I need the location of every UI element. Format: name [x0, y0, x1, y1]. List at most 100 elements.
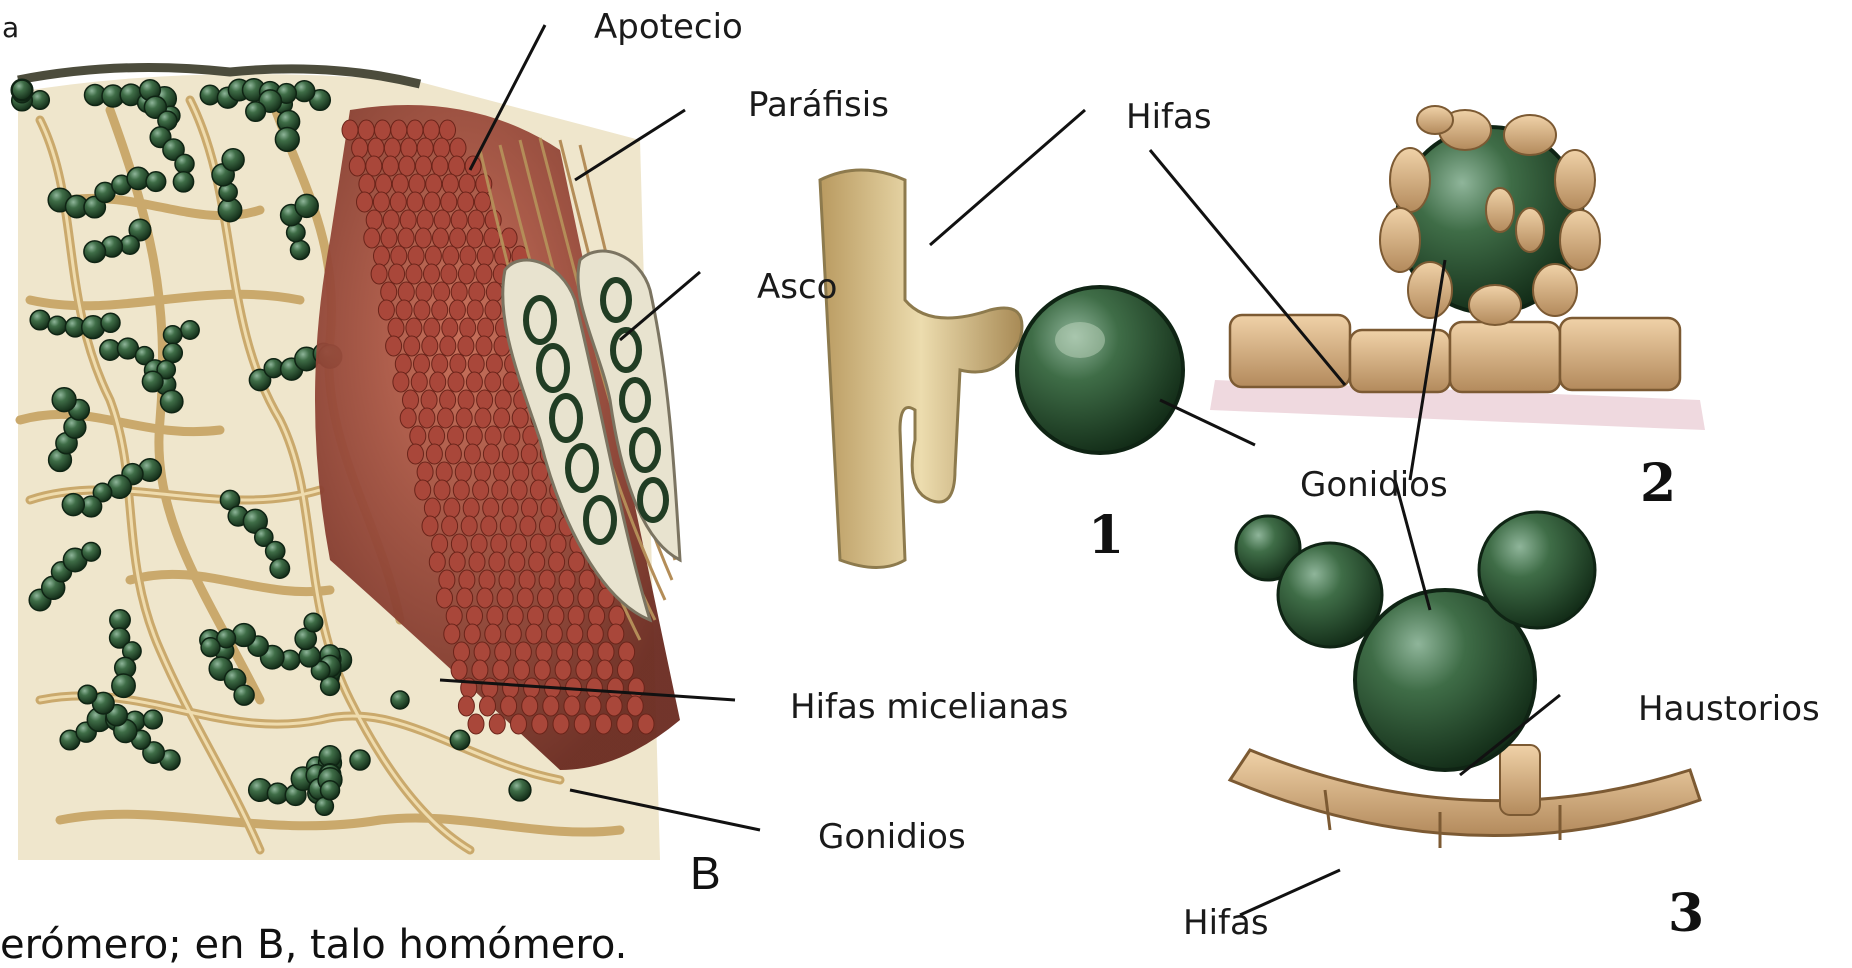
- apothecium-cell: [466, 372, 482, 392]
- label-apotecio: Apotecio: [594, 10, 743, 44]
- gonidium-cell: [30, 310, 50, 330]
- apothecium-cell: [479, 570, 495, 590]
- apothecium-cell: [423, 120, 439, 140]
- apothecium-cell: [589, 606, 605, 626]
- apothecium-cell: [401, 138, 417, 158]
- apothecium-cell: [374, 246, 390, 266]
- apothecium-cell: [485, 624, 501, 644]
- apothecium-cell: [407, 192, 423, 212]
- apothecium-cell: [424, 192, 440, 212]
- gonidium-cell: [144, 710, 163, 729]
- apothecium-cell: [442, 174, 458, 194]
- apothecium-cell: [417, 138, 433, 158]
- figure-number-1: 1: [1088, 510, 1124, 562]
- apothecium-cell: [549, 552, 565, 572]
- apothecium-cell: [499, 570, 515, 590]
- apothecium-cell: [546, 624, 562, 644]
- apothecium-cell: [376, 174, 392, 194]
- apothecium-cell: [357, 192, 373, 212]
- apothecium-cell: [414, 300, 430, 320]
- label-asco: Asco: [757, 270, 837, 304]
- apothecium-cell: [440, 390, 456, 410]
- apothecium-cell: [434, 282, 450, 302]
- apothecium-cell: [414, 354, 430, 374]
- apothecium-cell: [458, 192, 474, 212]
- apothecium-cell: [386, 336, 402, 356]
- gonidium-cell: [270, 559, 289, 578]
- apothecium-cell: [434, 480, 450, 500]
- apothecium-cell: [576, 660, 592, 680]
- apothecium-cell: [478, 318, 494, 338]
- lichen-illustration: [0, 0, 1852, 948]
- apothecium-cell: [539, 570, 555, 590]
- apothecium-cell: [437, 588, 453, 608]
- apothecium-cell: [378, 300, 394, 320]
- apothecium-cell: [425, 246, 441, 266]
- gonidium-cell: [164, 326, 182, 344]
- apothecium-cell: [352, 138, 368, 158]
- apothecium-cell: [528, 606, 544, 626]
- label-hifas-top: Hifas: [1126, 100, 1212, 134]
- apothecium-cell: [483, 498, 499, 518]
- gonidium-cell: [295, 194, 318, 217]
- apothecium-cell: [390, 192, 406, 212]
- gonidium-cell: [175, 154, 194, 173]
- label-hifas-micelianas: Hifas micelianas: [790, 690, 1068, 724]
- apothecium-cell: [434, 138, 450, 158]
- apothecium-cell: [373, 192, 389, 212]
- apothecium-cell: [432, 354, 448, 374]
- apothecium-cell: [494, 408, 510, 428]
- apothecium-cell: [596, 714, 612, 734]
- apothecium-cell: [468, 714, 484, 734]
- apothecium-cell: [467, 300, 483, 320]
- apothecium-cell: [538, 588, 554, 608]
- apothecium-cell: [517, 588, 533, 608]
- figure-3-haustoria: [1230, 512, 1700, 848]
- apothecium-cell: [497, 588, 513, 608]
- apothecium-cell: [409, 174, 425, 194]
- apothecium-cell: [606, 696, 622, 716]
- apothecium-cell: [411, 372, 427, 392]
- apothecium-cell: [522, 498, 538, 518]
- gonidium-cell: [246, 102, 266, 122]
- apothecium-cell: [501, 696, 517, 716]
- apothecium-cell: [458, 390, 474, 410]
- label-gonidios-mid: Gonidios: [1300, 468, 1448, 502]
- label-parafisis: Paráfisis: [748, 88, 889, 122]
- gonidium-cell: [48, 316, 66, 334]
- apothecium-cell: [453, 480, 469, 500]
- apothecium-cell: [502, 444, 518, 464]
- gonidium-cell: [82, 543, 101, 562]
- apothecium-cell: [421, 390, 437, 410]
- gonidium-cell: [266, 542, 285, 561]
- apothecium-cell: [550, 534, 566, 554]
- apothecium-cell: [466, 426, 482, 446]
- apothecium-cell: [381, 282, 397, 302]
- apothecium-cell: [391, 120, 407, 140]
- gonidium-cell: [234, 685, 254, 705]
- apothecium-cell: [619, 642, 635, 662]
- apothecium-cell: [371, 264, 387, 284]
- apothecium-cell: [486, 354, 502, 374]
- apothecium-cell: [472, 660, 488, 680]
- apothecium-cell: [451, 534, 467, 554]
- apothecium-cell: [392, 174, 408, 194]
- apothecium-cell: [404, 336, 420, 356]
- apothecium-cell: [503, 678, 519, 698]
- gonidium-cell: [78, 685, 97, 704]
- apothecium-cell: [424, 264, 440, 284]
- apothecium-cell: [444, 498, 460, 518]
- apothecium-cell: [477, 390, 493, 410]
- apothecium-cell: [618, 660, 634, 680]
- apothecium-cell: [450, 138, 466, 158]
- apothecium-cell: [480, 696, 496, 716]
- apothecium-cell: [484, 228, 500, 248]
- gonidium-cell: [275, 127, 299, 151]
- apothecium-cell: [381, 228, 397, 248]
- apothecium-cell: [475, 408, 491, 428]
- apothecium-cell: [424, 498, 440, 518]
- apothecium-cell: [495, 390, 511, 410]
- apothecium-cell: [587, 624, 603, 644]
- apothecium-cell: [457, 588, 473, 608]
- apothecium-cell: [597, 660, 613, 680]
